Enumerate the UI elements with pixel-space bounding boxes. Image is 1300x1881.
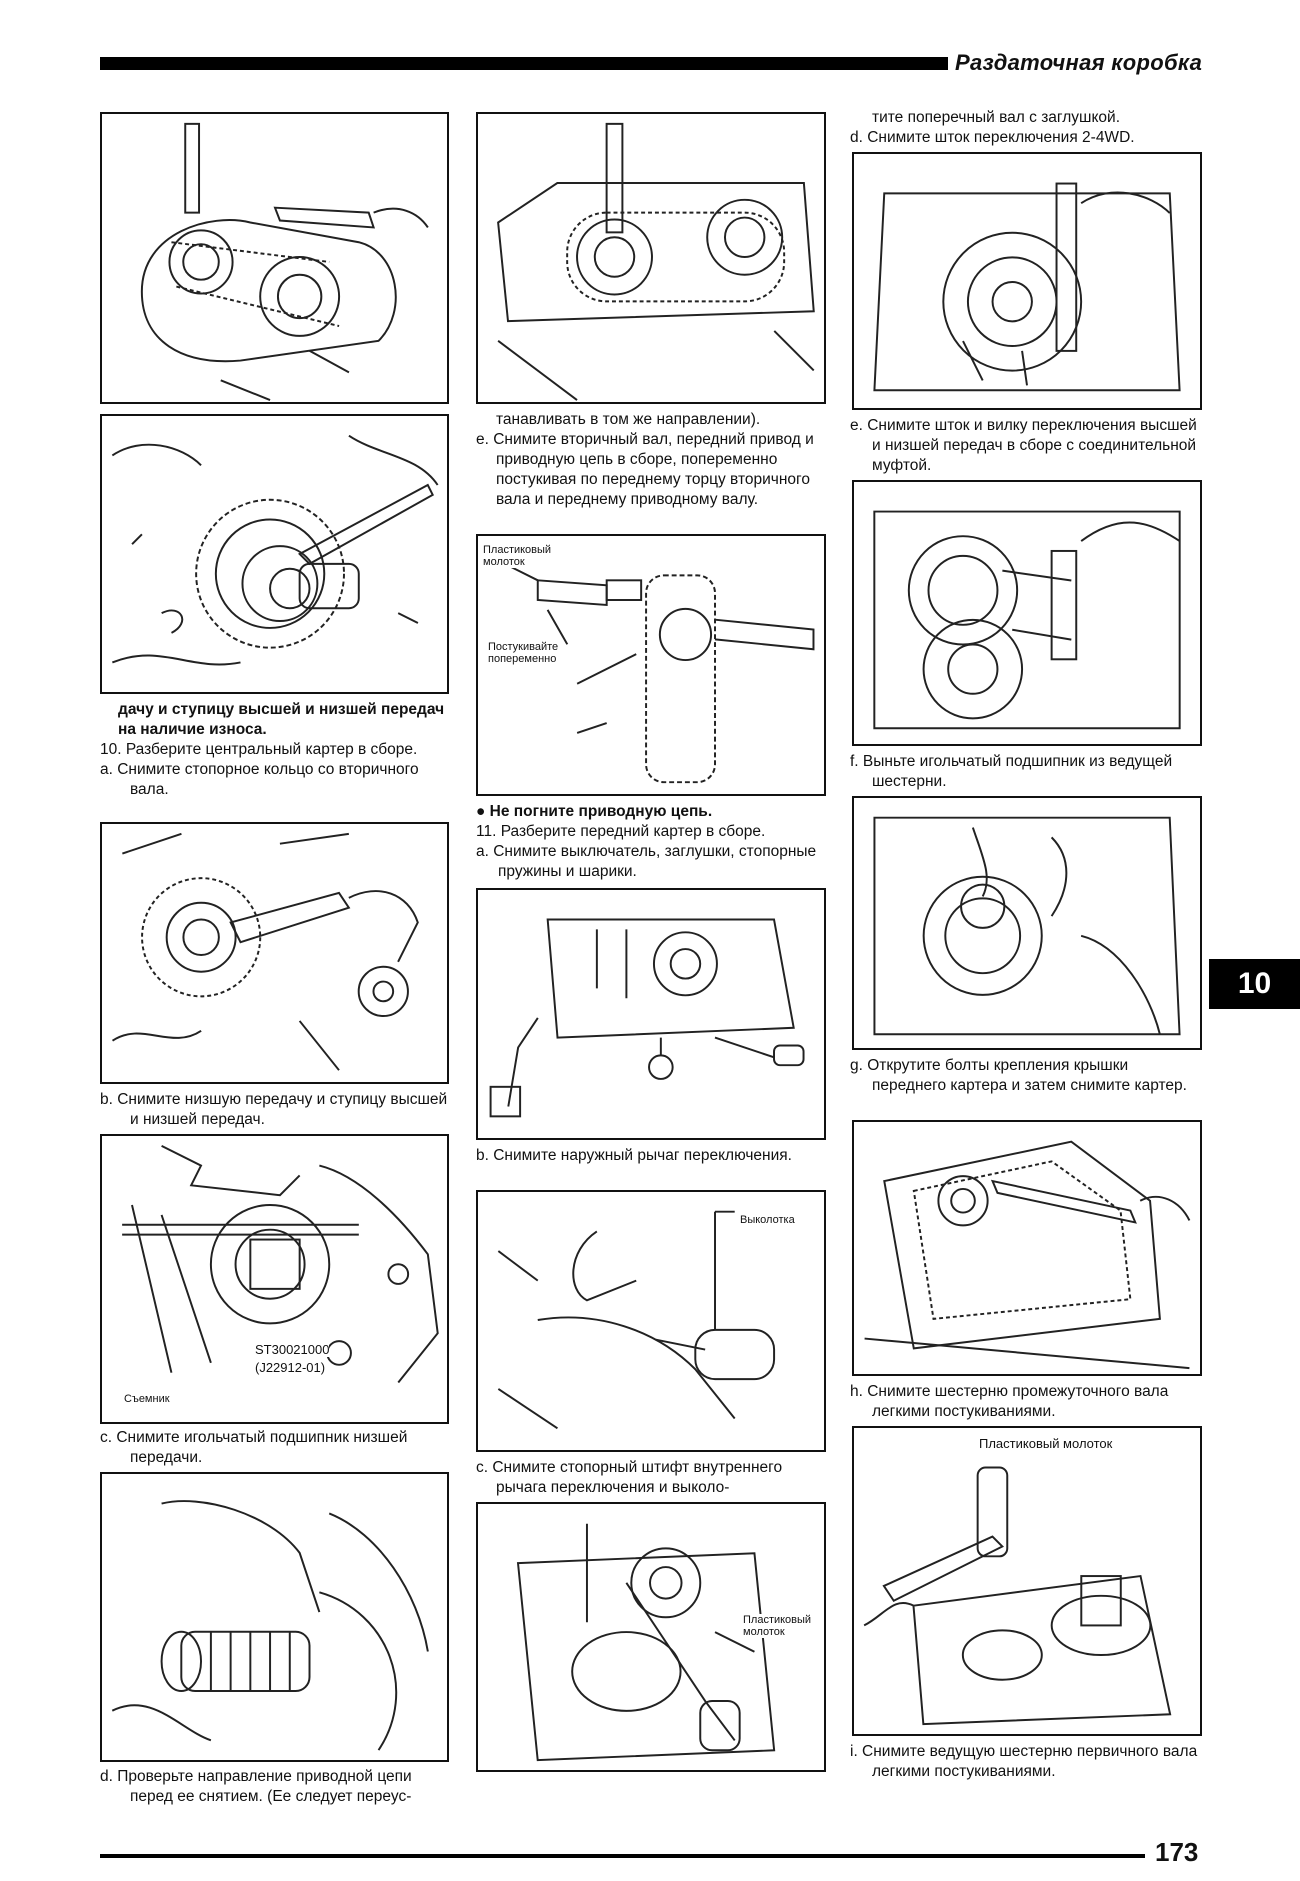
text-block-mid-3: b. Снимите наружный рычаг переключения. bbox=[476, 1146, 828, 1166]
page-number: 173 bbox=[1155, 1837, 1199, 1867]
chapter-tab: 10 bbox=[1209, 959, 1300, 1009]
figure-chain-measure bbox=[100, 112, 449, 404]
step-g-right: g. Открутите болты крепления крышки пере… bbox=[850, 1057, 1187, 1094]
figure-tap-shaft: Пластиковый молоток Постукивайте поперем… bbox=[476, 534, 826, 796]
step-11b: b. Снимите наружный рычаг переключения. bbox=[476, 1147, 792, 1164]
drift-label: Выколотка bbox=[740, 1214, 795, 1226]
step-e-right: e. Снимите шток и вилку переключения выс… bbox=[850, 417, 1197, 474]
footer-rule bbox=[100, 1854, 1145, 1858]
text-block-right-1: тите поперечный вал с заглушкой. d. Сним… bbox=[850, 108, 1202, 148]
step-10: 10. Разберите центральный картер в сборе… bbox=[100, 741, 418, 758]
text-block-mid-1: танавливать в том же направлении). e. Сн… bbox=[476, 410, 828, 510]
text-block-right-6: i. Снимите ведущую шестерню первичного в… bbox=[850, 1742, 1202, 1782]
paragraph: дачу и ступицу высшей и низшей передач н… bbox=[118, 701, 445, 738]
puller-label: Съемник bbox=[124, 1393, 170, 1405]
header-rule bbox=[100, 57, 948, 70]
step-11a: a. Снимите выключатель, заглушки, стопор… bbox=[476, 843, 817, 880]
section-title: Раздаточная коробка bbox=[955, 50, 1203, 75]
plastic-hammer-label-right: Пластиковый молоток bbox=[979, 1436, 1113, 1451]
step-f-right: f. Выньте игольчатый подшипник из ведуще… bbox=[850, 753, 1173, 790]
figure-gear-measure bbox=[100, 414, 449, 694]
figure-puller: ST30021000 (J22912-01) Съемник bbox=[100, 1134, 449, 1424]
tool-code-label: ST30021000 bbox=[255, 1342, 330, 1357]
text-block-left-3: c. Снимите игольчатый подшипник низшей п… bbox=[100, 1428, 450, 1468]
step-10a: a. Снимите стопорное кольцо со вторичног… bbox=[100, 761, 419, 798]
step-e-mid: e. Снимите вторичный вал, передний приво… bbox=[476, 431, 814, 508]
step-11: 11. Разберите передний картер в сборе. bbox=[476, 823, 766, 840]
step-10b: b. Снимите низшую передачу и ступицу выс… bbox=[100, 1091, 448, 1128]
plastic-hammer-label-1: Пластиковый молоток bbox=[483, 544, 552, 568]
step-10c: c. Снимите игольчатый подшипник низшей п… bbox=[100, 1429, 408, 1466]
tap-alternately-label: Постукивайте попеременно bbox=[488, 641, 560, 665]
step-d-right: d. Снимите шток переключения 2-4WD. bbox=[850, 129, 1135, 146]
step-i-right: i. Снимите ведущую шестерню первичного в… bbox=[850, 1743, 1198, 1780]
text-block-right-3: f. Выньте игольчатый подшипник из ведуще… bbox=[850, 752, 1202, 792]
figure-needle-bearing bbox=[100, 1472, 449, 1762]
text-block-left-2: b. Снимите низшую передачу и ступицу выс… bbox=[100, 1090, 450, 1130]
paragraph: танавливать в том же направлении). bbox=[496, 411, 761, 428]
figure-cross-shaft: Пластиковый молоток bbox=[476, 1502, 826, 1772]
figure-switch-plugs bbox=[476, 888, 826, 1140]
plastic-hammer-label-2: Пластиковый молоток bbox=[743, 1614, 815, 1638]
text-block-right-2: e. Снимите шток и вилку переключения выс… bbox=[850, 416, 1202, 476]
figure-drift-lever: Выколотка bbox=[476, 1190, 826, 1452]
text-block-mid-4: c. Снимите стопорный штифт внутреннего р… bbox=[476, 1458, 828, 1498]
text-block-left-4: d. Проверьте направление приводной цепи … bbox=[100, 1767, 450, 1807]
figure-tap-gear: Пластиковый молоток bbox=[852, 1426, 1202, 1736]
text-block-mid-2: ● Не погните приводную цепь. 11. Разбери… bbox=[476, 802, 828, 882]
text-block-right-5: h. Снимите шестерню промежуточного вала … bbox=[850, 1382, 1202, 1422]
warning-text: ● Не погните приводную цепь. bbox=[476, 803, 713, 820]
figure-shift-rod bbox=[852, 152, 1202, 410]
figure-chain-drive bbox=[476, 112, 826, 404]
step-h-right: h. Снимите шестерню промежуточного вала … bbox=[850, 1383, 1169, 1420]
figure-front-case bbox=[852, 1120, 1202, 1376]
paragraph: тите поперечный вал с заглушкой. bbox=[872, 109, 1120, 126]
step-10d: d. Проверьте направление приводной цепи … bbox=[100, 1768, 412, 1805]
tool-code-alt-label: (J22912-01) bbox=[255, 1360, 326, 1375]
figure-needle-bearing-drive bbox=[852, 796, 1202, 1050]
figure-snap-ring bbox=[100, 822, 449, 1084]
text-block-left-1: дачу и ступицу высшей и низшей передач н… bbox=[100, 700, 450, 800]
figure-shift-fork bbox=[852, 480, 1202, 746]
step-11c: c. Снимите стопорный штифт внутреннего р… bbox=[476, 1459, 783, 1496]
text-block-right-4: g. Открутите болты крепления крышки пере… bbox=[850, 1056, 1202, 1096]
